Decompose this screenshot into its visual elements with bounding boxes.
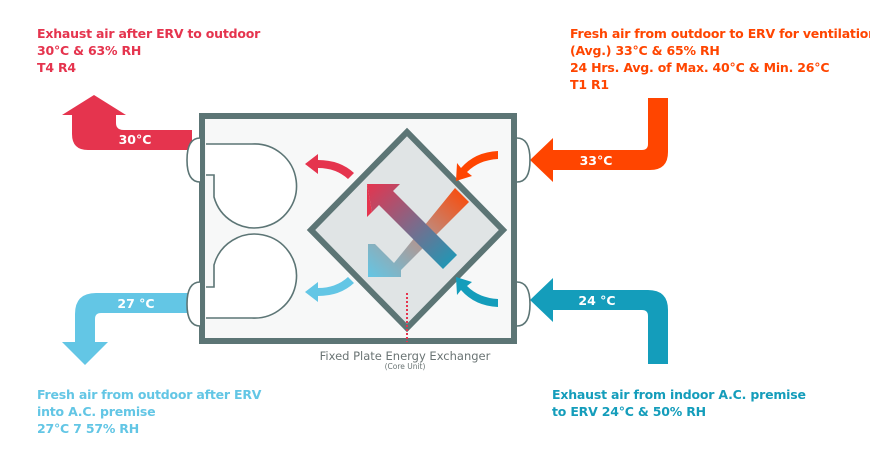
curved-arrow-icon xyxy=(305,154,354,179)
label-line: 24 Hrs. Avg. of Max. 40°C & Min. 26°C xyxy=(570,60,830,75)
exhaust-in-duct: 24 °C xyxy=(530,278,668,364)
label-line: Fresh air from outdoor to ERV for ventil… xyxy=(570,26,870,41)
up-arrow-icon xyxy=(62,95,192,150)
label-line: Fresh air from outdoor after ERV xyxy=(37,387,262,402)
label-line: (Avg.) 33°C & 65% RH xyxy=(570,43,720,58)
down-left-arrow-icon xyxy=(368,188,469,277)
exhaust-after-erv-label: Exhaust air after ERV to outdoor 30°C & … xyxy=(37,25,260,76)
fan-housing-bottom xyxy=(206,233,298,319)
exhaust-out-temp: 30°C xyxy=(119,132,152,147)
fresh-in-duct: 33°C xyxy=(530,98,668,182)
fresh-from-outdoor-label: Fresh air from outdoor to ERV for ventil… xyxy=(570,25,870,93)
curved-arrow-icon xyxy=(305,277,354,302)
port-collar xyxy=(186,281,201,327)
left-arrow-icon xyxy=(530,98,668,182)
label-line: 30°C & 63% RH xyxy=(37,43,142,58)
fan-housing-top xyxy=(206,143,298,229)
left-arrow-icon xyxy=(530,278,668,364)
up-left-arrow-icon xyxy=(367,184,457,269)
fresh-out-temp: 27 °C xyxy=(117,296,154,311)
label-line: Exhaust air after ERV to outdoor xyxy=(37,26,261,41)
port-collar xyxy=(186,137,201,183)
label-line: T4 R4 xyxy=(37,60,76,75)
curved-arrow-icon xyxy=(456,277,498,307)
fresh-out-duct: 27 °C xyxy=(62,293,192,365)
exchange-arrows xyxy=(367,184,469,277)
core-caption-title: Fixed Plate Energy Exchanger xyxy=(319,349,491,363)
label-line: to ERV 24°C & 50% RH xyxy=(552,404,706,419)
fresh-after-erv-label: Fresh air from outdoor after ERV into A.… xyxy=(37,386,261,437)
curved-arrow-icon xyxy=(456,151,498,181)
label-line: 27°C 7 57% RH xyxy=(37,421,139,436)
core-caption-subtitle: (Core Unit) xyxy=(384,362,426,371)
exhaust-out-duct: 30°C xyxy=(62,95,192,150)
port-collar xyxy=(516,281,531,327)
port-collar xyxy=(516,137,531,183)
down-arrow-icon xyxy=(62,293,192,365)
exhaust-from-indoor-label: Exhaust air from indoor A.C. premise to … xyxy=(552,386,806,420)
fresh-in-temp: 33°C xyxy=(580,153,613,168)
label-line: Exhaust air from indoor A.C. premise xyxy=(552,387,806,402)
exhaust-in-temp: 24 °C xyxy=(578,293,615,308)
label-line: into A.C. premise xyxy=(37,404,156,419)
label-line: T1 R1 xyxy=(570,77,609,92)
